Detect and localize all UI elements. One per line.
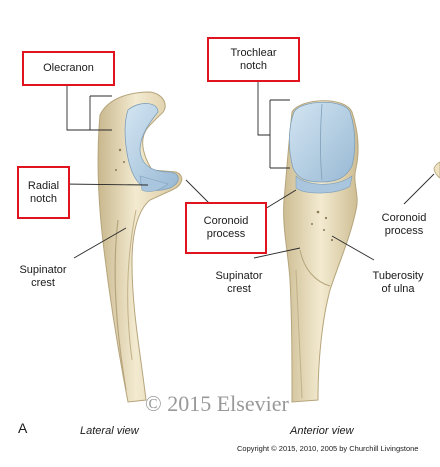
ulna-lateral-view bbox=[97, 91, 183, 403]
lateral-view-caption: Lateral view bbox=[80, 425, 139, 437]
trochlear-bracket bbox=[257, 82, 271, 168]
tuberosity-leader bbox=[331, 235, 375, 261]
partial-bone-right-edge bbox=[433, 161, 440, 179]
radial-notch-label: Radial notch bbox=[17, 166, 70, 219]
coronoid-right-line-1: Coronoid bbox=[381, 212, 427, 224]
ulna-lateral-shaft bbox=[97, 91, 183, 403]
trochlear-notch-label: Trochlear notch bbox=[207, 37, 300, 82]
coronoid-right-leader bbox=[403, 173, 435, 205]
supinator-lateral-leader bbox=[73, 227, 127, 259]
supinator-anterior-line-2: crest bbox=[227, 283, 251, 295]
coronoid-lateral-leader bbox=[185, 179, 211, 205]
coronoid-right-line-2: process bbox=[384, 225, 424, 237]
anterior-view-caption: Anterior view bbox=[290, 425, 354, 437]
ulna-anterior-view bbox=[283, 100, 359, 403]
supinator-anterior-leader bbox=[253, 247, 301, 259]
tuberosity-of-ulna-label: Tuberosity of ulna bbox=[368, 270, 428, 296]
coronoid-process-label-right: Coronoid process bbox=[374, 212, 434, 238]
tuberosity-line-1: Tuberosity bbox=[372, 270, 424, 282]
elsevier-watermark: © 2015 Elsevier bbox=[145, 391, 289, 416]
coronoid-process-label-boxed: Coronoid process bbox=[185, 202, 267, 254]
trochlear-notch-line-1: Trochlear bbox=[230, 46, 277, 59]
supinator-crest-lateral-label: Supinator crest bbox=[14, 264, 72, 290]
trochlear-notch-cartilage-anterior bbox=[288, 101, 356, 183]
coronoid-cartilage-anterior bbox=[295, 175, 353, 194]
olecranon-bracket bbox=[66, 84, 91, 131]
supinator-crest-anterior-label: Supinator crest bbox=[210, 270, 268, 296]
radial-notch-leader bbox=[62, 183, 149, 186]
supinator-anterior-line-1: Supinator bbox=[215, 270, 263, 282]
radial-notch-line-2: notch bbox=[30, 192, 57, 205]
leader-lines bbox=[62, 82, 435, 261]
supinator-lateral-line-1: Supinator bbox=[19, 264, 67, 276]
supinator-lateral-line-2: crest bbox=[31, 277, 55, 289]
tuberosity-line-2: of ulna bbox=[381, 283, 415, 295]
trochlear-notch-line-2: notch bbox=[240, 59, 267, 72]
olecranon-text: Olecranon bbox=[43, 62, 94, 74]
trochlear-notch-cartilage-lateral bbox=[124, 103, 179, 191]
radial-notch-line-1: Radial bbox=[27, 179, 60, 192]
radial-notch-cartilage bbox=[139, 175, 169, 192]
copyright-notice: Copyright © 2015, 2010, 2005 by Churchil… bbox=[237, 444, 419, 453]
panel-letter: A bbox=[18, 420, 28, 436]
coronoid-boxed-line-1: Coronoid bbox=[203, 215, 249, 227]
olecranon-label: Olecranon bbox=[22, 51, 115, 86]
coronoid-boxed-line-2: process bbox=[206, 228, 246, 240]
